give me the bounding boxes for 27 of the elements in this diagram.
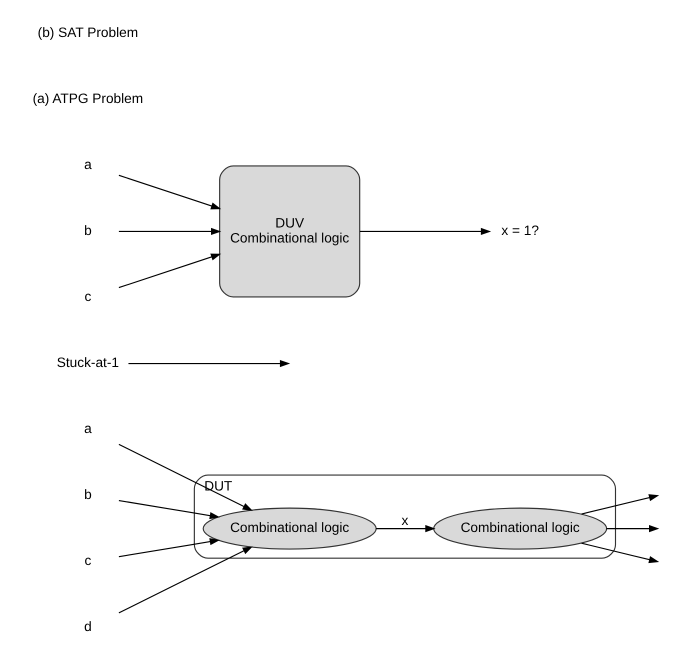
- node-box: DUV Combinational logic: [219, 165, 360, 298]
- arrow: [128, 360, 290, 368]
- arrow: [360, 228, 492, 236]
- node-text: x = 1?: [501, 222, 539, 238]
- label: (b) SAT Problem: [38, 24, 138, 40]
- arrow: [606, 525, 660, 532]
- arrow: [118, 538, 220, 558]
- node-text: a: [84, 156, 92, 172]
- node-text: c: [84, 289, 92, 304]
- arrow: [581, 494, 660, 515]
- arrow: [118, 254, 222, 288]
- node-text: a: [84, 421, 92, 436]
- node-text: b: [84, 487, 92, 502]
- edge-label: x: [402, 512, 408, 528]
- arrow: [118, 546, 253, 614]
- node-ellipse: Combinational logic: [202, 508, 377, 550]
- node-ellipse: Combinational logic: [433, 508, 608, 550]
- arrow: [118, 174, 222, 210]
- arrow: [118, 500, 220, 520]
- label: (a) ATPG Problem: [32, 90, 144, 106]
- node-text: Stuck-at-1: [56, 355, 120, 370]
- node-text: c: [84, 553, 92, 568]
- node-text: d: [84, 619, 92, 634]
- arrow: [118, 228, 222, 236]
- node-text: b: [84, 222, 92, 238]
- arrow: [118, 444, 253, 511]
- arrow: [376, 525, 436, 532]
